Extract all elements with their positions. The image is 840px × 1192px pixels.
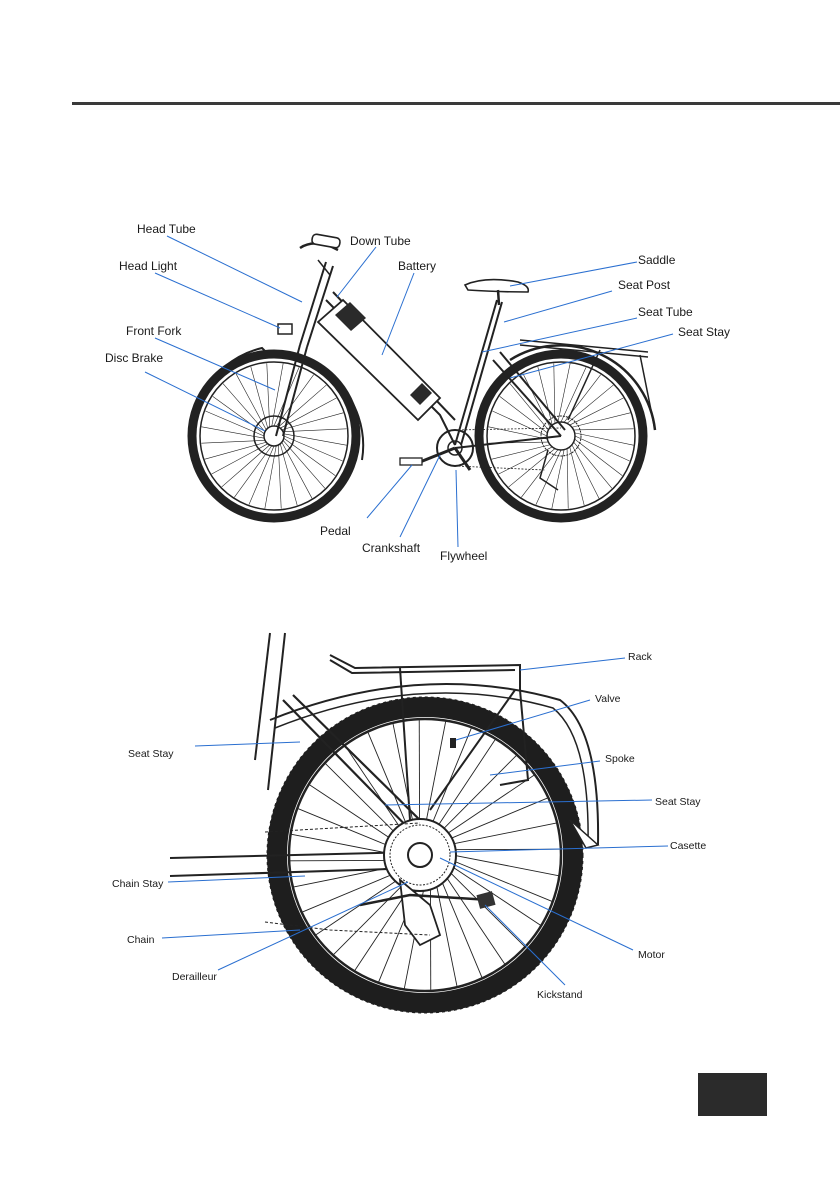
label-front-fork: Front Fork: [126, 324, 182, 338]
spoke-line: [284, 436, 343, 461]
spoke-line: [492, 411, 547, 436]
rear-wheel-detail: [170, 633, 598, 1013]
spoke-line: [570, 447, 584, 505]
spoke-line: [509, 449, 555, 487]
label-head-light: Head Light: [119, 259, 178, 273]
spoke-line: [276, 375, 313, 427]
spoke-line: [278, 385, 326, 427]
spoke-line: [510, 384, 548, 430]
spoke-line: [223, 384, 265, 432]
spoke-line: [234, 446, 271, 498]
spoke-line: [567, 449, 568, 509]
spoke-line: [205, 442, 266, 459]
spoke-line: [500, 396, 548, 433]
spoke-line: [222, 445, 270, 487]
label-seat-stay-left: Seat Stay: [128, 748, 174, 760]
label-chain: Chain: [127, 934, 155, 946]
page-number-tab: [698, 1073, 767, 1116]
label-head-tube: Head Tube: [137, 222, 196, 236]
label-casette: Casette: [670, 840, 706, 852]
label-disc-brake: Disc Brake: [105, 351, 163, 365]
label-seat-stay-right: Seat Stay: [655, 796, 701, 808]
spoke-line: [558, 364, 570, 423]
label-crankshaft: Crankshaft: [362, 541, 421, 555]
spoke-line: [282, 442, 312, 498]
label-motor: Motor: [638, 949, 665, 961]
spoke-line: [575, 439, 623, 476]
spoke-line: [574, 442, 612, 488]
spoke-line: [575, 433, 634, 445]
spoke-line: [251, 367, 268, 428]
spoke-line: [212, 444, 268, 474]
spoke-line: [554, 363, 555, 423]
spoke-line: [567, 385, 613, 423]
spoke-line: [538, 367, 552, 425]
spoke-line: [489, 427, 548, 439]
spoke-line: [572, 413, 630, 427]
label-down-tube: Down Tube: [350, 234, 411, 248]
spoke-line: [561, 367, 586, 422]
label-battery: Battery: [398, 259, 436, 273]
label-flywheel: Flywheel: [440, 549, 487, 563]
label-pedal: Pedal: [320, 524, 351, 538]
label-seat-post: Seat Post: [618, 278, 671, 292]
label-derailleur: Derailleur: [172, 971, 217, 983]
spoke-line: [213, 396, 265, 433]
label-seat-tube: Seat Tube: [638, 305, 693, 319]
spoke-line: [521, 450, 558, 498]
battery: [318, 300, 440, 420]
spoke-line: [552, 450, 564, 509]
label-chain-stay: Chain Stay: [112, 878, 164, 890]
spoke-line: [280, 444, 297, 505]
spoke-line: [284, 438, 336, 475]
spoke-line: [283, 440, 325, 488]
spoke-line: [205, 411, 264, 436]
label-seat-stay: Seat Stay: [678, 325, 730, 339]
label-rack: Rack: [628, 651, 653, 663]
spoke-line: [282, 413, 343, 430]
label-valve: Valve: [595, 693, 621, 705]
label-saddle: Saddle: [638, 253, 676, 267]
spoke-line: [575, 436, 630, 461]
label-spoke: Spoke: [605, 753, 635, 765]
spoke-line: [492, 445, 550, 459]
label-kickstand: Kickstand: [537, 989, 583, 1001]
spoke-line: [236, 374, 266, 430]
front-wheel: [192, 354, 356, 518]
spoke-line: [249, 446, 274, 505]
spoke-line: [574, 429, 634, 430]
bike-side-view: [192, 234, 655, 518]
